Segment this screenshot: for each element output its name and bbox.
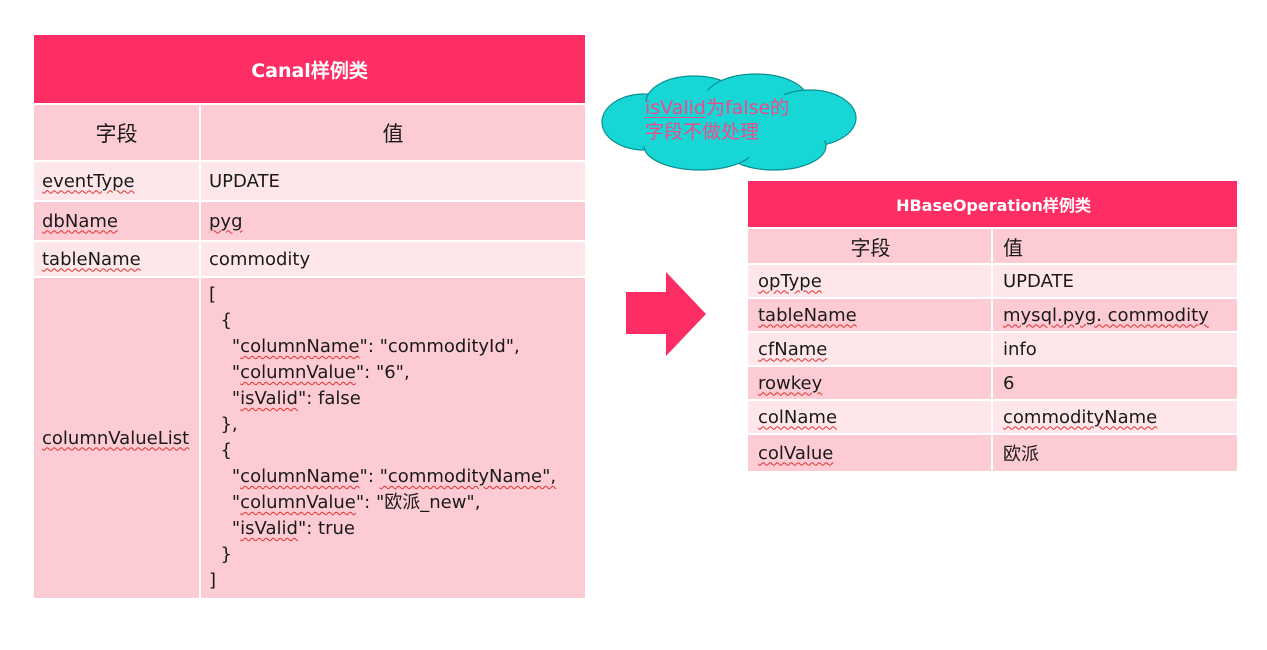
json-key: isValid xyxy=(240,518,298,539)
canal-field-tablename: tableName xyxy=(42,248,141,270)
hbase-value-cfname: info xyxy=(991,331,1239,367)
canal-field-eventtype: eventType xyxy=(42,170,135,192)
hbase-value-optype: UPDATE xyxy=(991,263,1239,299)
hbase-field-colvalue: colValue xyxy=(758,442,834,464)
canal-field-columnvaluelist: columnValueList xyxy=(42,427,190,449)
hbase-field-cfname: cfName xyxy=(758,338,828,360)
canal-value-tablename: commodity xyxy=(198,240,588,278)
cloud-note-line1: isValid为false的 xyxy=(645,96,835,120)
hbase-col-value: 值 xyxy=(991,227,1239,265)
json-line: { xyxy=(209,440,232,461)
json-line: [ xyxy=(209,284,217,305)
hbase-value-colvalue: 欧派 xyxy=(991,433,1239,473)
cloud-note-highlight: isValid xyxy=(645,97,706,119)
json-key: columnName xyxy=(240,466,360,487)
hbase-title: HBaseOperation样例类 xyxy=(746,179,1239,229)
table-row: opType UPDATE xyxy=(746,263,1239,299)
hbase-field-tablename: tableName xyxy=(758,304,857,326)
json-line: "columnName": "commodityName", xyxy=(209,466,557,487)
json-key: columnValue xyxy=(240,362,356,383)
json-value: "6", xyxy=(375,362,410,383)
hbase-field-colname: colName xyxy=(758,406,838,428)
cloud-note-line2: 字段不做处理 xyxy=(645,121,760,143)
json-key: isValid xyxy=(240,388,298,409)
canal-col-value: 值 xyxy=(198,103,588,162)
json-line: "isValid": true xyxy=(209,518,355,539)
table-row: tableName commodity xyxy=(32,240,588,278)
json-value: "commodityId", xyxy=(379,336,520,357)
arrow-shape xyxy=(626,272,706,356)
table-row: tableName mysql.pyg. commodity xyxy=(746,297,1239,333)
json-line: }, xyxy=(209,414,238,435)
canal-table: Canal样例类 字段 值 eventType UPDATE dbName py… xyxy=(31,33,588,600)
hbase-table: HBaseOperation样例类 字段 值 opType UPDATE tab… xyxy=(746,179,1239,473)
json-value: false xyxy=(318,388,361,409)
hbase-value-colname: commodityName xyxy=(1003,406,1158,428)
hbase-field-optype: opType xyxy=(758,270,822,292)
json-line: { xyxy=(209,310,232,331)
table-row: rowkey 6 xyxy=(746,365,1239,401)
canal-value-eventtype: UPDATE xyxy=(198,160,588,202)
json-line: } xyxy=(209,544,232,565)
table-row: cfName info xyxy=(746,331,1239,367)
column-value-list: [ { "columnName": "commodityId", "column… xyxy=(198,276,588,600)
json-line: "columnValue": "6", xyxy=(209,362,410,383)
hbase-value-rowkey: 6 xyxy=(991,365,1239,401)
table-row: colValue 欧派 xyxy=(746,433,1239,473)
table-row: colName commodityName xyxy=(746,399,1239,435)
hbase-field-rowkey: rowkey xyxy=(758,372,823,394)
hbase-col-field: 字段 xyxy=(746,227,993,265)
json-line: "isValid": false xyxy=(209,388,361,409)
json-line: ] xyxy=(209,570,217,591)
json-value: "欧派_new", xyxy=(375,492,481,513)
canal-title: Canal样例类 xyxy=(31,33,588,105)
cloud-note-rest: 为false的 xyxy=(705,97,790,119)
right-arrow-icon xyxy=(626,272,706,356)
canal-col-field: 字段 xyxy=(32,103,201,162)
json-key: columnName xyxy=(240,336,360,357)
json-value: "commodityName", xyxy=(379,466,557,487)
table-row: eventType UPDATE xyxy=(32,160,588,202)
json-line: "columnName": "commodityId", xyxy=(209,336,520,357)
hbase-value-tablename: mysql.pyg. commodity xyxy=(1003,304,1209,326)
canal-value-dbname: pyg xyxy=(209,210,243,232)
json-value: true xyxy=(318,518,355,539)
json-key: columnValue xyxy=(240,492,356,513)
cloud-note: isValid为false的 字段不做处理 xyxy=(645,96,835,144)
canal-field-dbname: dbName xyxy=(42,210,118,232)
table-row: columnValueList [ { "columnName": "commo… xyxy=(32,276,588,600)
json-line: "columnValue": "欧派_new", xyxy=(209,492,481,513)
cloud-callout xyxy=(601,73,857,171)
table-row: dbName pyg xyxy=(32,200,588,242)
